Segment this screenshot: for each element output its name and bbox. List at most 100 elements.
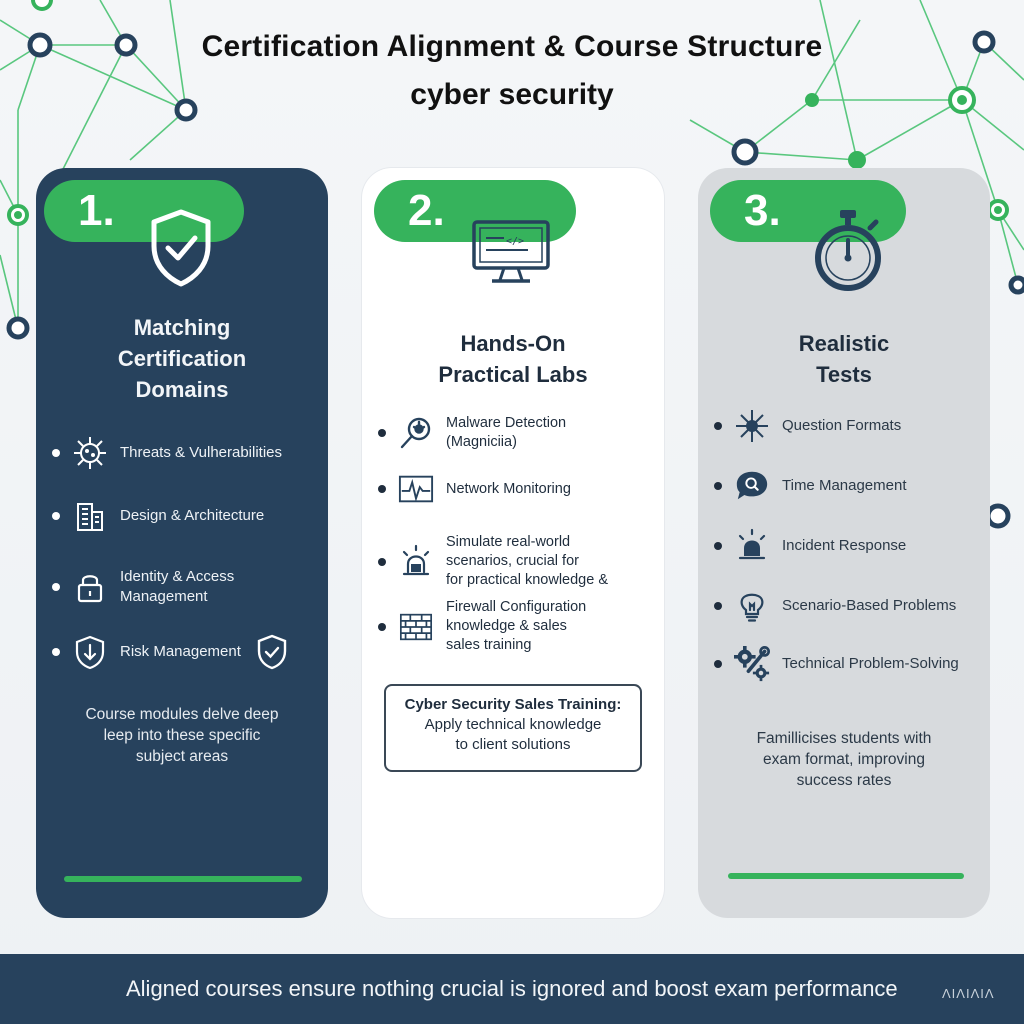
- bullet: [52, 648, 60, 656]
- item-label-line: (Magniciia): [446, 434, 517, 450]
- card-title-line: Practical Labs: [438, 362, 588, 387]
- card-description: Famillicises students with exam format, …: [698, 728, 990, 791]
- shield-check-icon: [257, 634, 287, 670]
- sales-box-line: to client solutions: [455, 736, 571, 753]
- bullet: [378, 429, 386, 437]
- bullet: [714, 660, 722, 668]
- magnifier-bug-icon: [398, 415, 434, 451]
- card-practical-labs: 2. </> Hands-On Practical Labs Malware D…: [362, 168, 664, 918]
- item-label: Identity & Access Management: [120, 567, 234, 607]
- lightbulb-icon: [734, 588, 770, 624]
- bullet: [714, 542, 722, 550]
- card-title: Matching Certification Domains: [36, 312, 328, 405]
- card-certification-domains: 1. Matching Certification Domains Threat…: [36, 168, 328, 918]
- list-item: Technical Problem-Solving: [714, 646, 959, 682]
- list-item: Risk Management: [52, 633, 289, 671]
- card-title-line: Hands-On: [460, 331, 566, 356]
- building-icon: [72, 498, 108, 534]
- item-label-line: scenarios, crucial for: [446, 553, 579, 569]
- list-item: Firewall Configuration knowledge & sales…: [378, 598, 586, 655]
- sales-box-title: Cyber Security Sales Training:: [404, 696, 622, 713]
- bullet: [714, 422, 722, 430]
- card-title-line: Domains: [135, 377, 229, 402]
- title-block: Certification Alignment & Course Structu…: [0, 30, 1024, 112]
- item-label-line: Firewall Configuration: [446, 599, 587, 615]
- item-label: Threats & Vulherabilities: [120, 444, 283, 461]
- item-label: Firewall Configuration knowledge & sales…: [446, 598, 586, 655]
- page-subtitle: cyber security: [410, 78, 614, 111]
- footer-text: Aligned courses ensure nothing crucial i…: [126, 976, 898, 1001]
- item-label: Risk Management: [120, 643, 241, 660]
- accent-bar: [728, 873, 964, 879]
- item-label: Simulate real-world scenarios, crucial f…: [446, 533, 608, 590]
- list-item: Identity & Access Management: [52, 567, 234, 607]
- description-line: subject areas: [135, 748, 229, 765]
- chat-search-icon: [734, 468, 770, 504]
- sales-box-text: Apply technical knowledge to client solu…: [386, 715, 640, 755]
- shield-download-icon: [72, 634, 108, 670]
- alarm-light-icon: [398, 544, 434, 580]
- description-line: exam format, improving: [763, 751, 925, 768]
- item-label-line: Malware Detection: [446, 415, 567, 431]
- shield-check-icon: [151, 209, 211, 287]
- item-label-line: Identity & Access: [120, 568, 235, 585]
- monitor-code-icon: </>: [472, 220, 550, 283]
- item-label: Time Management: [782, 477, 907, 494]
- list-item: Simulate real-world scenarios, crucial f…: [378, 533, 608, 590]
- virus-icon: [72, 435, 108, 471]
- network-node-icon: [734, 408, 770, 444]
- item-label: Incident Response: [782, 537, 907, 554]
- card-title-line: Matching: [133, 315, 231, 340]
- item-label: Technical Problem-Solving: [782, 655, 959, 672]
- list-item: Threats & Vulherabilities: [52, 435, 282, 471]
- card-title-line: Certification: [117, 346, 247, 371]
- card-title: Realistic Tests: [698, 328, 990, 390]
- card-realistic-tests: 3. Realistic Tests Question Formats: [698, 168, 990, 918]
- heartbeat-monitor-icon: [398, 471, 434, 507]
- bullet: [714, 602, 722, 610]
- list-item: Time Management: [714, 468, 907, 504]
- card-number-badge: 3.: [710, 180, 906, 242]
- bullet: [378, 485, 386, 493]
- item-label: Question Formats: [782, 417, 902, 434]
- footer-banner: Aligned courses ensure nothing crucial i…: [0, 954, 1024, 1024]
- description-line: success rates: [796, 772, 892, 789]
- padlock-icon: [72, 569, 108, 605]
- bullet: [52, 512, 60, 520]
- stopwatch-icon: [815, 210, 881, 291]
- item-label: Design & Architecture: [120, 507, 265, 524]
- firewall-icon: [398, 609, 434, 645]
- list-item: Network Monitoring: [378, 471, 571, 507]
- sales-training-box: Cyber Security Sales Training: Apply tec…: [384, 684, 642, 772]
- svg-text:</>: </>: [506, 236, 524, 247]
- card-description: Course modules delve deep leep into thes…: [36, 704, 328, 767]
- card-title: Hands-On Practical Labs: [362, 328, 664, 390]
- item-label-line: Management: [120, 588, 208, 605]
- page-title: Certification Alignment & Course Structu…: [201, 30, 823, 63]
- list-item: Design & Architecture: [52, 498, 264, 534]
- card-title-line: Realistic: [798, 331, 890, 356]
- item-label-line: for practical knowledge &: [446, 572, 608, 588]
- bullet: [378, 622, 386, 631]
- item-label: Scenario-Based Problems: [782, 597, 957, 614]
- alarm-light-icon: [734, 528, 770, 564]
- accent-bar: [64, 876, 302, 882]
- item-label: Malware Detection (Magniciia): [446, 414, 566, 452]
- description-line: Famillicises students with: [756, 730, 932, 747]
- item-label-line: knowledge & sales: [446, 618, 567, 634]
- item-label-line: Simulate real-world: [446, 534, 571, 550]
- card-number-badge: 1.: [44, 180, 244, 242]
- bullet: [52, 583, 60, 591]
- bullet: [52, 449, 60, 457]
- list-item: Scenario-Based Problems: [714, 588, 956, 624]
- item-label: Network Monitoring: [446, 480, 571, 497]
- bullet: [378, 557, 386, 566]
- description-line: leep into these specific: [103, 727, 261, 744]
- list-item: Malware Detection (Magniciia): [378, 414, 566, 452]
- list-item: Incident Response: [714, 528, 906, 564]
- item-label-line: sales training: [446, 637, 532, 653]
- sales-box-line: Apply technical knowledge: [424, 716, 602, 733]
- footer-watermark: ΛΙΛΙΛΙΛ: [942, 986, 995, 1001]
- description-line: Course modules delve deep: [85, 706, 279, 723]
